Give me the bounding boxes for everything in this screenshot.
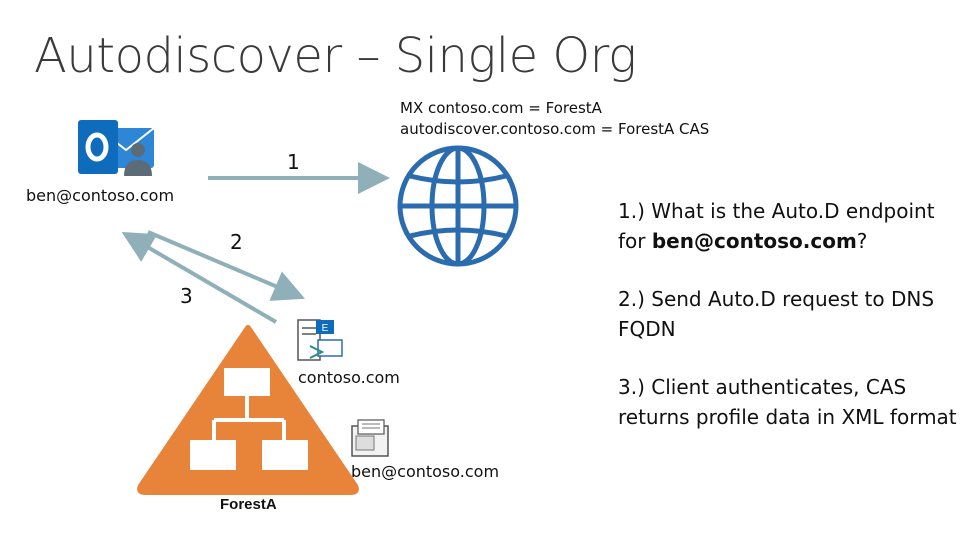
svg-text:E: E bbox=[322, 323, 329, 334]
arrow-2-number: 2 bbox=[230, 230, 243, 254]
server-domain-label: contoso.com bbox=[298, 368, 400, 387]
arrow-3 bbox=[121, 231, 278, 324]
outlook-user-icon bbox=[78, 120, 155, 176]
step-1-prefix: 1.) What is the Auto.D endpoint for bbox=[618, 199, 935, 253]
step-3-text: 3.) Client authenticates, CAS returns pr… bbox=[618, 375, 957, 429]
org-chart-triangle-icon bbox=[137, 325, 359, 495]
mx-record-line: MX contoso.com = ForestA bbox=[400, 99, 602, 117]
client-email-label: ben@contoso.com bbox=[26, 186, 175, 205]
step-1-email: ben@contoso.com bbox=[651, 229, 857, 253]
step-1-text: 1.) What is the Auto.D endpoint for ben@… bbox=[618, 196, 958, 256]
page-title: Autodiscover – Single Org bbox=[34, 28, 637, 84]
step-1-suffix: ? bbox=[856, 229, 868, 253]
arrow-1-number: 1 bbox=[287, 150, 300, 174]
dns-records-note: MX contoso.com = ForestA autodiscover.co… bbox=[400, 98, 709, 140]
arrow-3-number: 3 bbox=[180, 284, 193, 308]
mailbox-icon bbox=[351, 419, 389, 457]
arrow-2 bbox=[147, 230, 306, 301]
exchange-server-icon: E bbox=[297, 319, 343, 361]
autodiscover-record-line: autodiscover.contoso.com = ForestA CAS bbox=[400, 120, 710, 138]
step-2-text: 2.) Send Auto.D request to DNS FQDN bbox=[618, 287, 935, 341]
forest-label: ForestA bbox=[220, 496, 277, 513]
globe-icon bbox=[397, 145, 519, 267]
mailbox-label: ben@contoso.com bbox=[351, 462, 500, 481]
